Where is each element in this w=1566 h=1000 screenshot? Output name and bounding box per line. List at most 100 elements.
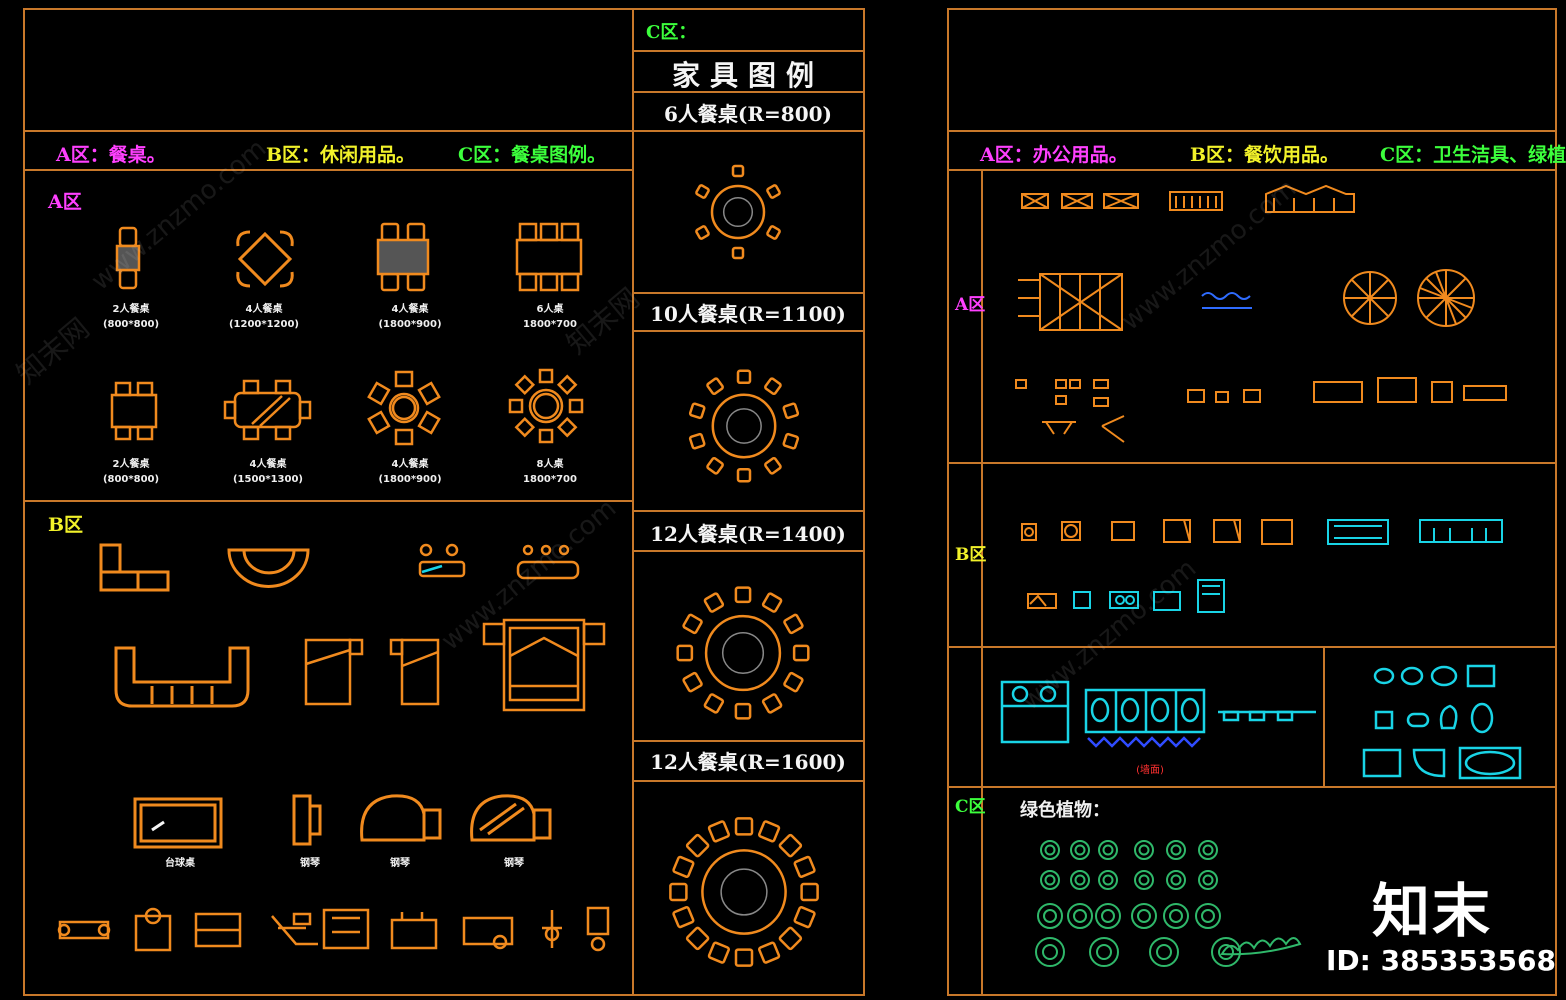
table-4p-cross-icon: [236, 230, 294, 288]
chair: [778, 926, 803, 951]
plant: [1198, 870, 1218, 890]
legend-line: [632, 130, 864, 132]
legend-line: [632, 510, 864, 512]
piano-label: 钢琴: [504, 858, 524, 869]
chair: [758, 820, 781, 843]
right-zone-c-label: C区: [955, 797, 986, 817]
plant-core: [1170, 874, 1182, 886]
plant-core: [1074, 844, 1086, 856]
plant-core: [1074, 874, 1086, 886]
left-sheet-frame: [23, 8, 865, 996]
chair: [682, 613, 703, 635]
table-name: 2人餐桌: [112, 459, 150, 470]
plant-core: [1169, 909, 1183, 923]
chair: [783, 671, 804, 693]
plant-core: [1042, 944, 1058, 960]
table-6p-round-icon: [367, 370, 441, 446]
plant: [1098, 870, 1118, 890]
plant: [1195, 903, 1221, 929]
legend-line: [632, 91, 864, 93]
plant-core: [1156, 944, 1172, 960]
chair: [800, 882, 819, 902]
right-header-top-line: [947, 130, 1557, 132]
plant-core: [1138, 874, 1150, 886]
plant: [1131, 903, 1157, 929]
plant: [1166, 870, 1186, 890]
chair: [766, 225, 781, 240]
plant-core: [1102, 874, 1114, 886]
round-table-16-icon: [669, 817, 819, 967]
legend-line: [632, 330, 864, 332]
hedge: [1220, 937, 1302, 956]
table-label: 4人餐桌 (1800*900): [370, 457, 450, 487]
sanitary-fixtures-icons: [1000, 664, 1522, 780]
office-furniture-icons: [1015, 184, 1507, 443]
zone-ab-divider: [23, 500, 633, 502]
plant: [1035, 937, 1065, 967]
plant: [1098, 840, 1118, 860]
pool-table-icon: [133, 797, 223, 849]
right-header-zone-b: B区：餐饮用品。: [1190, 144, 1340, 166]
chaise-lounge-icon: [418, 543, 466, 578]
catering-equipment-icons: [1021, 519, 1503, 613]
chair: [706, 377, 724, 396]
right-zone-divider: [947, 462, 1557, 464]
sanitary-divider: [1323, 646, 1325, 786]
chair: [685, 926, 710, 951]
chair: [734, 948, 754, 967]
plant-core: [1202, 844, 1214, 856]
chair: [695, 225, 710, 240]
plant: [1067, 903, 1093, 929]
piano-label: 钢琴: [300, 858, 320, 869]
plant-core: [1043, 909, 1057, 923]
table-top: [701, 849, 787, 935]
legend-line: [632, 550, 864, 552]
right-zone-column-line: [981, 169, 983, 996]
chair: [736, 369, 752, 385]
table-top: [704, 614, 782, 692]
plant-core: [1073, 909, 1087, 923]
brand-logo: 知末: [1372, 877, 1493, 945]
zone-b-label: B区: [48, 514, 84, 536]
right-zone-b-label: B区: [955, 545, 987, 565]
green-plants-icons: [1035, 840, 1302, 967]
piano-upright-icon: [292, 794, 322, 846]
plant: [1070, 840, 1090, 860]
legend-line: [632, 50, 864, 52]
chair: [695, 184, 710, 199]
table-label: 8人桌 1800*700: [510, 457, 590, 487]
chair: [734, 817, 754, 836]
chair: [764, 377, 782, 396]
chair: [778, 833, 803, 858]
chair: [793, 855, 816, 878]
right-zone-a-label: A区: [955, 295, 986, 315]
chair: [707, 941, 730, 964]
chair: [685, 833, 710, 858]
chair: [766, 184, 781, 199]
chair: [731, 164, 745, 178]
chair: [682, 671, 703, 693]
plant: [1037, 903, 1063, 929]
plant: [1040, 840, 1060, 860]
table-size: (1500*1300): [232, 474, 304, 485]
table-2p-rect-icon: [110, 381, 158, 441]
table-size: (800*800): [102, 474, 160, 485]
legend-item-label: 10人餐桌(R=1100): [650, 302, 846, 326]
table-top: [710, 184, 766, 240]
chair: [734, 586, 752, 604]
chair: [672, 906, 695, 929]
plant-core: [1044, 844, 1056, 856]
piano-label: 钢琴: [390, 858, 410, 869]
chair: [703, 693, 725, 714]
legend-item-label: 6人餐桌(R=800): [664, 102, 832, 126]
table-size: 1800*700: [523, 474, 577, 485]
chair: [676, 644, 694, 662]
curved-sofa-icon: [227, 548, 310, 588]
plant: [1149, 937, 1179, 967]
legend-line: [632, 740, 864, 742]
chair: [793, 906, 816, 929]
chair: [782, 402, 800, 420]
legend-divider: [632, 8, 634, 996]
table-label: 2人餐桌 (800*800): [98, 457, 164, 487]
chair: [688, 402, 706, 420]
